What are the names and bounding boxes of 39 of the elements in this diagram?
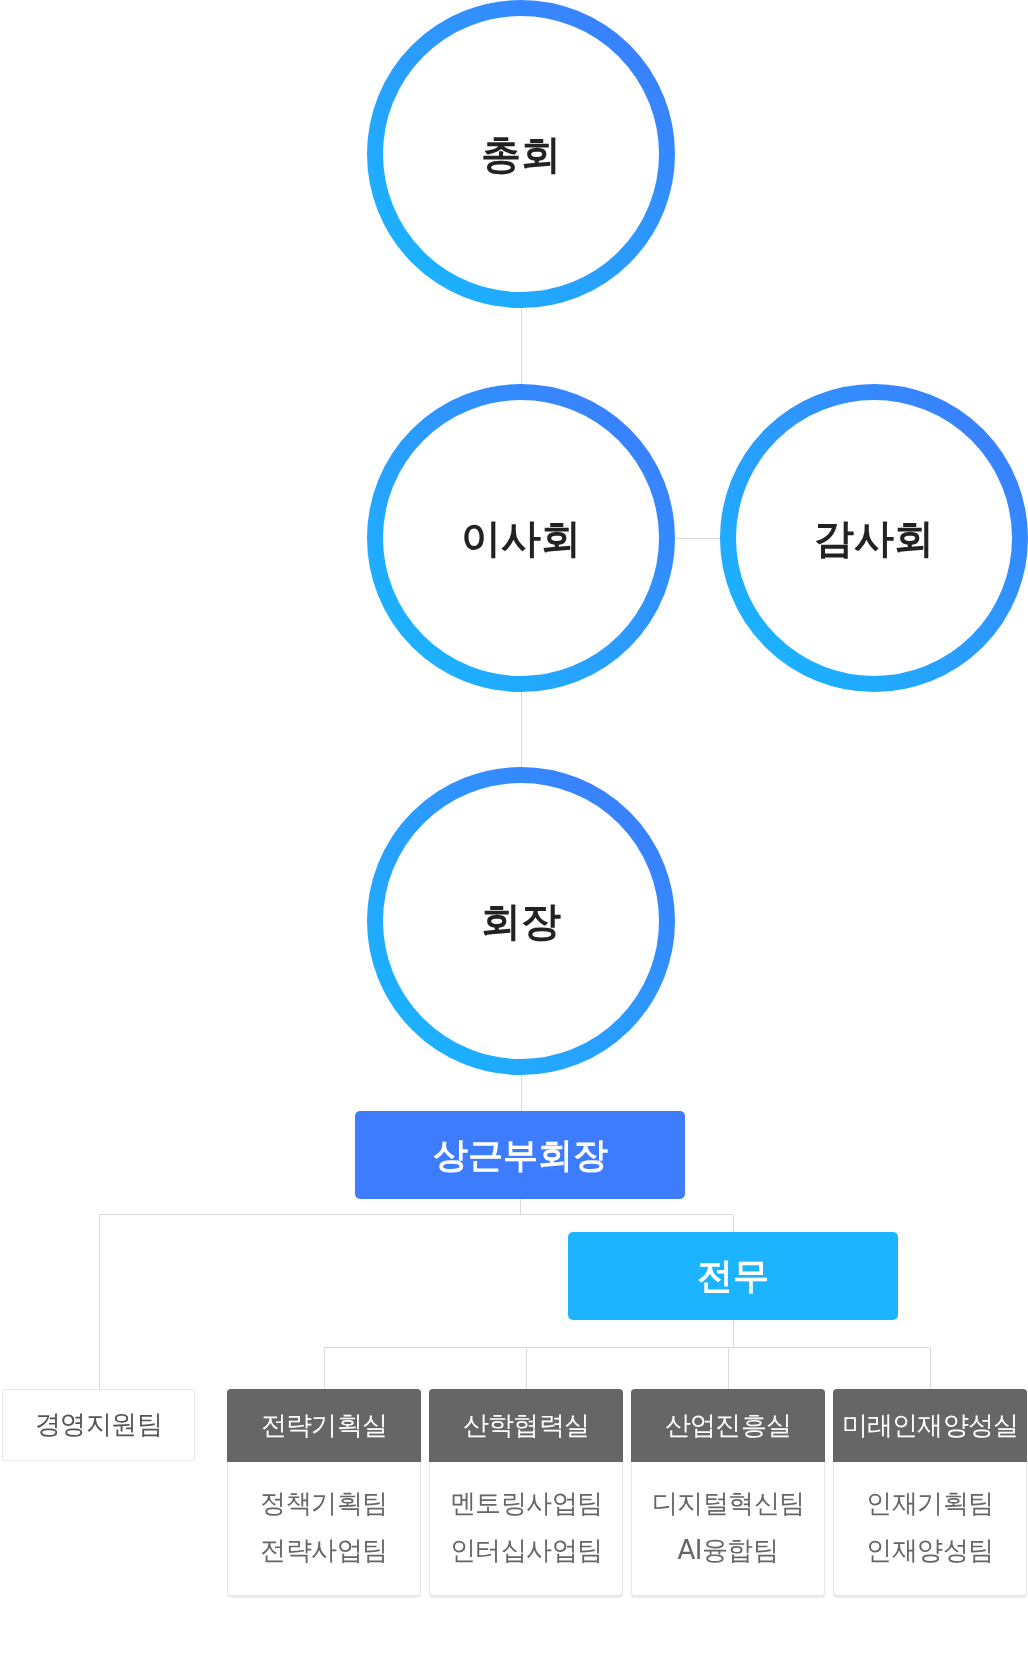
department-header: 전략기획실 bbox=[227, 1389, 421, 1462]
connector-line bbox=[521, 691, 522, 768]
team-name: 인재양성팀 bbox=[866, 1534, 994, 1566]
team-name: 멘토링사업팀 bbox=[449, 1487, 603, 1519]
team-name: 디지털혁신팀 bbox=[651, 1487, 805, 1519]
connector-line bbox=[324, 1347, 325, 1390]
node-label: 회장 bbox=[481, 898, 561, 944]
connector-line bbox=[674, 538, 721, 539]
department-header: 산업진흥실 bbox=[631, 1389, 825, 1462]
connector-line bbox=[930, 1347, 931, 1390]
connector-line bbox=[99, 1214, 100, 1390]
department-card bbox=[833, 1389, 1027, 1596]
team-name: 전략사업팀 bbox=[260, 1534, 388, 1566]
node-label: 감사회 bbox=[814, 515, 934, 561]
connector-line bbox=[521, 307, 522, 385]
team-name: 정책기획팀 bbox=[260, 1487, 388, 1519]
department-header: 산학협력실 bbox=[429, 1389, 623, 1462]
circle-node bbox=[720, 384, 1028, 692]
department-card bbox=[227, 1389, 421, 1596]
connector-line bbox=[521, 1074, 522, 1112]
connector-line bbox=[733, 1214, 734, 1233]
circle-node bbox=[367, 767, 675, 1075]
department-card bbox=[631, 1389, 825, 1596]
team-name: AI융합팀 bbox=[677, 1534, 779, 1566]
connector-line bbox=[728, 1347, 729, 1390]
circle-node bbox=[367, 0, 675, 308]
team-name: 인재기획팀 bbox=[866, 1487, 994, 1519]
connector-line bbox=[99, 1198, 734, 1215]
department-card bbox=[429, 1389, 623, 1596]
team-box: 경영지원팀 bbox=[2, 1389, 195, 1461]
team-name: 인터십사업팀 bbox=[449, 1534, 603, 1566]
department-header: 미래인재양성실 bbox=[833, 1389, 1027, 1462]
circle-node bbox=[367, 384, 675, 692]
role-box: 전무 bbox=[568, 1232, 898, 1320]
role-box: 상근부회장 bbox=[355, 1111, 685, 1199]
node-label: 이사회 bbox=[461, 515, 581, 561]
node-label: 총회 bbox=[481, 131, 561, 177]
connector-line bbox=[324, 1319, 931, 1348]
connector-line bbox=[526, 1347, 527, 1390]
